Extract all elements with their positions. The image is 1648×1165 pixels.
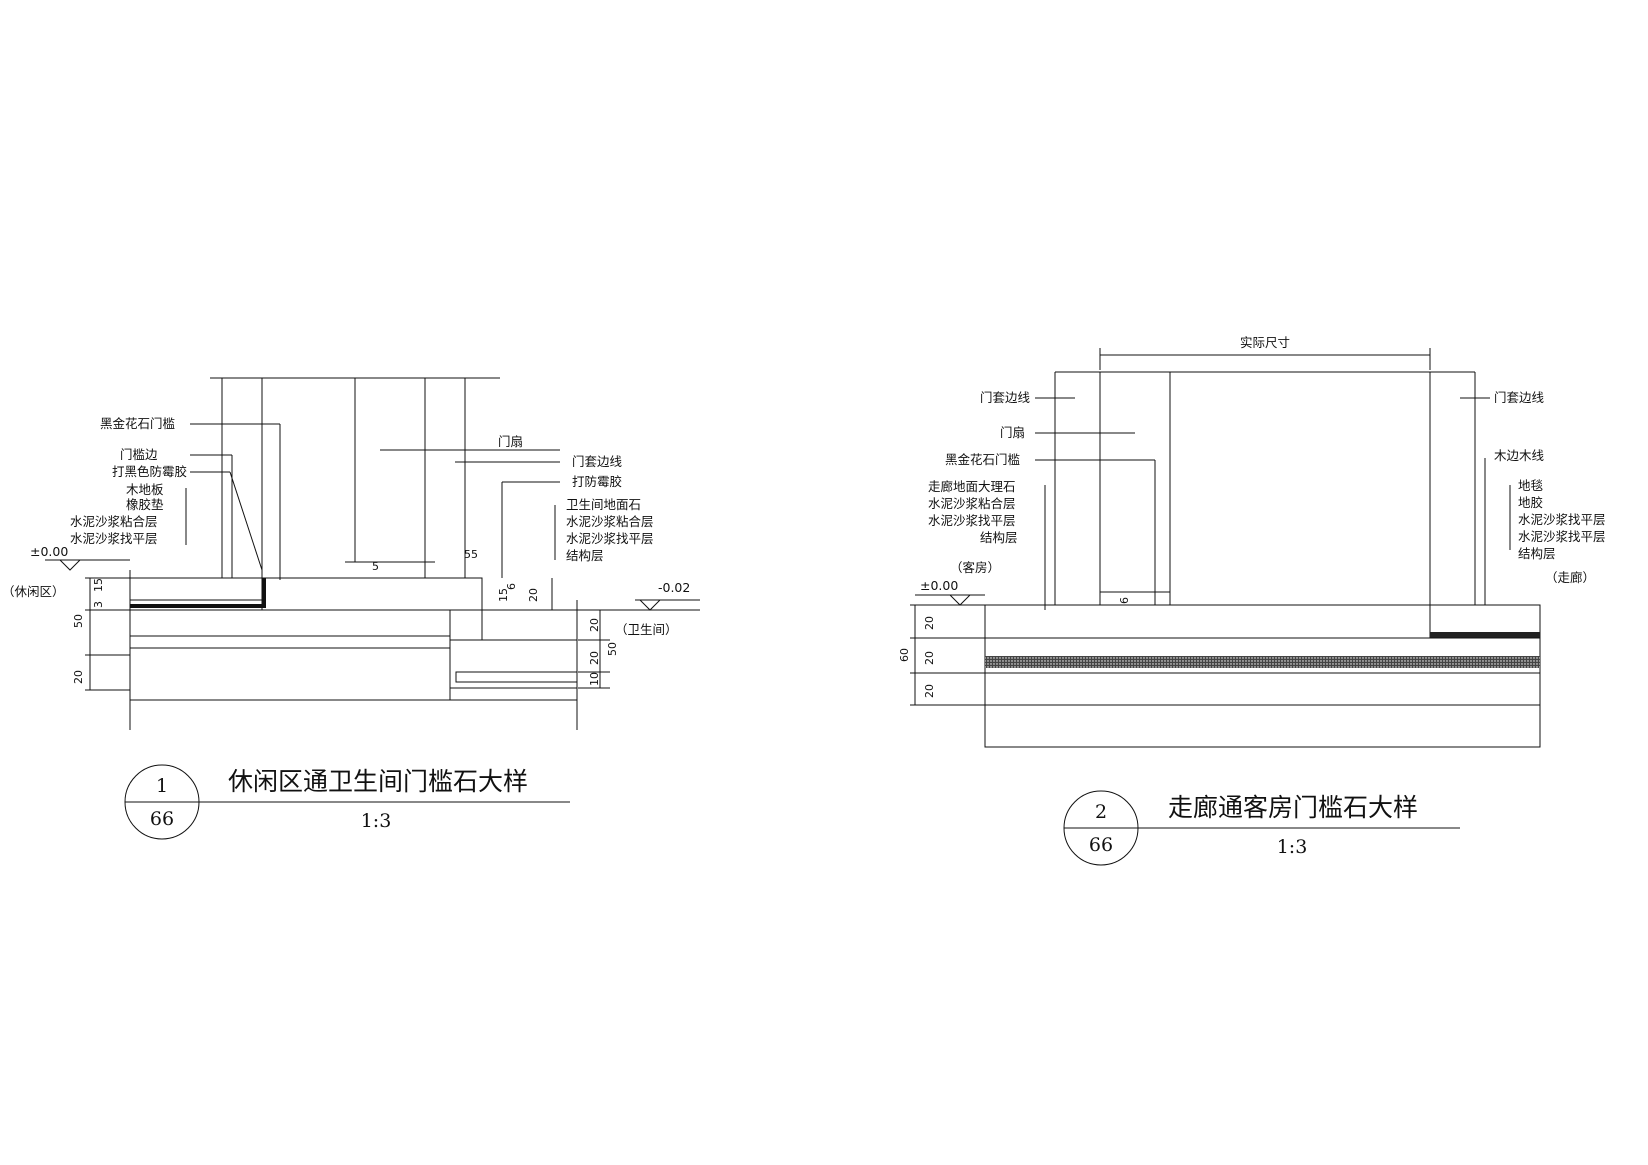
label2-l6: 水泥沙浆找平层 <box>928 513 1016 528</box>
dim-20b: 20 <box>527 588 540 602</box>
detail-1-right-callouts: 门扇 门套边线 打防霉胶 卫生间地面石 水泥沙浆粘合层 水泥沙浆找平层 结构层 <box>380 434 654 578</box>
dim-20: 20 <box>72 670 85 684</box>
dim2-20b: 20 <box>923 651 936 665</box>
label-l2: 门槛边 <box>120 447 158 462</box>
label-r3: 打防霉胶 <box>572 474 622 489</box>
room-right-2: （走廊） <box>1545 570 1595 585</box>
level-left-2: ±0.00 <box>920 578 958 593</box>
label2-l4: 走廊地面大理石 <box>928 479 1016 494</box>
detail-2-title: 走廊通客房门槛石大样 <box>1168 793 1418 822</box>
dim2-60: 60 <box>898 648 911 662</box>
top-dim: 实际尺寸 <box>1240 335 1290 350</box>
label2-l5: 水泥沙浆粘合层 <box>928 496 1016 511</box>
label-l1: 黑金花石门槛 <box>100 416 175 431</box>
detail-1-scale: 1:3 <box>361 810 392 832</box>
dim-15: 15 <box>92 578 105 592</box>
label2-r4: 地胶 <box>1518 495 1543 510</box>
detail-2-left-callouts: 门套边线 门扇 黑金花石门槛 走廊地面大理石 水泥沙浆粘合层 水泥沙浆找平层 结… <box>928 390 1156 610</box>
detail-2-title-block: 2 66 走廊通客房门槛石大样 1:3 <box>1063 790 1460 866</box>
label-l5: 橡胶垫 <box>126 497 164 512</box>
dim-3: 3 <box>92 601 105 608</box>
level-right: -0.02 <box>658 580 690 595</box>
detail-1-section: ±0.00 （休闲区） -0.02 （卫生间） 15 3 50 20 55 5 … <box>2 377 700 840</box>
label2-r1: 门套边线 <box>1494 390 1545 405</box>
label-r7: 结构层 <box>566 548 604 563</box>
dim-r20: 20 <box>588 618 601 632</box>
label-r5: 水泥沙浆粘合层 <box>566 514 654 529</box>
label-r2: 门套边线 <box>572 454 623 469</box>
dim-r20b: 20 <box>588 651 601 665</box>
dim-50: 50 <box>72 614 85 628</box>
dim-r10: 10 <box>588 672 601 686</box>
label2-l2: 门扇 <box>1000 425 1025 440</box>
label-l7: 水泥沙浆找平层 <box>70 531 158 546</box>
detail-1-title: 休闲区通卫生间门槛石大样 <box>228 767 528 796</box>
dim2-20a: 20 <box>923 616 936 630</box>
dim-5: 5 <box>372 560 379 573</box>
label-l4: 木地板 <box>126 482 164 497</box>
room-left: （休闲区） <box>2 584 65 599</box>
room-left-2: （客房） <box>950 560 1000 575</box>
detail-2-number: 2 <box>1095 801 1107 823</box>
room-right: （卫生间） <box>615 622 678 637</box>
dim-15b: 15 <box>497 588 510 602</box>
dim2-6: 6 <box>1118 597 1131 604</box>
dim2-20c: 20 <box>923 684 936 698</box>
label2-r6: 水泥沙浆找平层 <box>1518 529 1606 544</box>
label2-r3: 地毯 <box>1518 478 1544 493</box>
dim-6: 6 <box>505 583 518 590</box>
label-r4: 卫生间地面石 <box>566 497 641 512</box>
detail-1-left-callouts: 黑金花石门槛 门槛边 打黑色防霉胶 木地板 橡胶垫 水泥沙浆粘合层 水泥沙浆找平… <box>70 416 281 580</box>
detail-1-sheet: 66 <box>150 808 174 830</box>
label2-r2: 木边木线 <box>1494 448 1545 463</box>
detail-1-number: 1 <box>156 775 168 797</box>
label-l3: 打黑色防霉胶 <box>112 464 187 479</box>
label-r1: 门扇 <box>498 434 523 449</box>
dim-55: 55 <box>464 548 478 561</box>
label2-l1: 门套边线 <box>980 390 1031 405</box>
detail-2-section: 实际尺寸 ±0.00 （客房） （走廊） 20 20 20 60 6 <box>898 335 1606 866</box>
label2-l3: 黑金花石门槛 <box>945 452 1020 467</box>
detail-2-right-callouts: 门套边线 木边木线 地毯 地胶 水泥沙浆找平层 水泥沙浆找平层 结构层 <box>1460 390 1606 605</box>
detail-2-sheet: 66 <box>1089 834 1113 856</box>
label2-l7: 结构层 <box>980 530 1018 545</box>
label2-r7: 结构层 <box>1518 546 1556 561</box>
dim-r50: 50 <box>606 642 619 656</box>
label-r6: 水泥沙浆找平层 <box>566 531 654 546</box>
detail-2-scale: 1:3 <box>1277 836 1308 858</box>
label2-r5: 水泥沙浆找平层 <box>1518 512 1606 527</box>
detail-1-title-block: 1 66 休闲区通卫生间门槛石大样 1:3 <box>124 764 570 840</box>
level-left: ±0.00 <box>30 544 68 559</box>
label-l6: 水泥沙浆粘合层 <box>70 514 158 529</box>
